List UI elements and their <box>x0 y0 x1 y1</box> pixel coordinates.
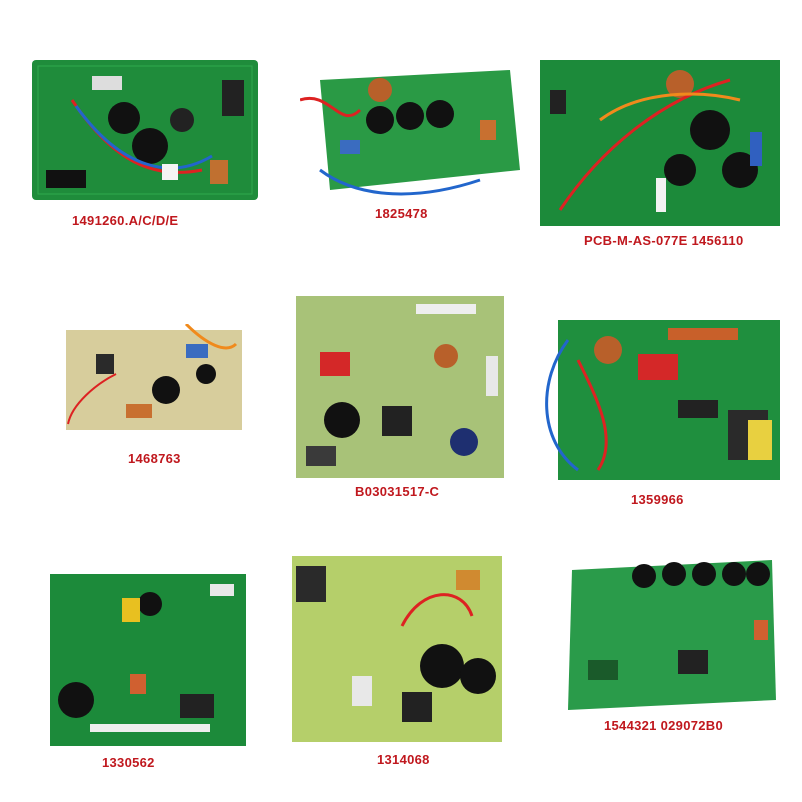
part-number-label: 1491260.A/C/D/E <box>72 213 179 228</box>
pcb-photo-5 <box>296 296 504 478</box>
pcb-photo-7 <box>50 574 246 746</box>
part-number-label: 1330562 <box>102 755 155 770</box>
pcb-photo-9 <box>568 560 776 710</box>
pcb-photo-3 <box>540 60 780 226</box>
pcb-photo-6 <box>545 320 780 480</box>
pcb-photo-4 <box>66 324 242 430</box>
part-number-label: 1825478 <box>375 206 428 221</box>
part-number-label: 1359966 <box>631 492 684 507</box>
pcb-photo-8 <box>292 556 502 742</box>
part-number-label: 1544321 029072B0 <box>604 718 724 733</box>
part-number-label: PCB-M-AS-077E 1456110 <box>584 233 744 248</box>
part-number-label: 1468763 <box>128 451 181 466</box>
pcb-photo-1 <box>32 60 258 200</box>
part-number-label: B03031517-C <box>355 484 440 499</box>
pcb-photo-2 <box>300 70 520 196</box>
part-number-label: 1314068 <box>377 752 430 767</box>
